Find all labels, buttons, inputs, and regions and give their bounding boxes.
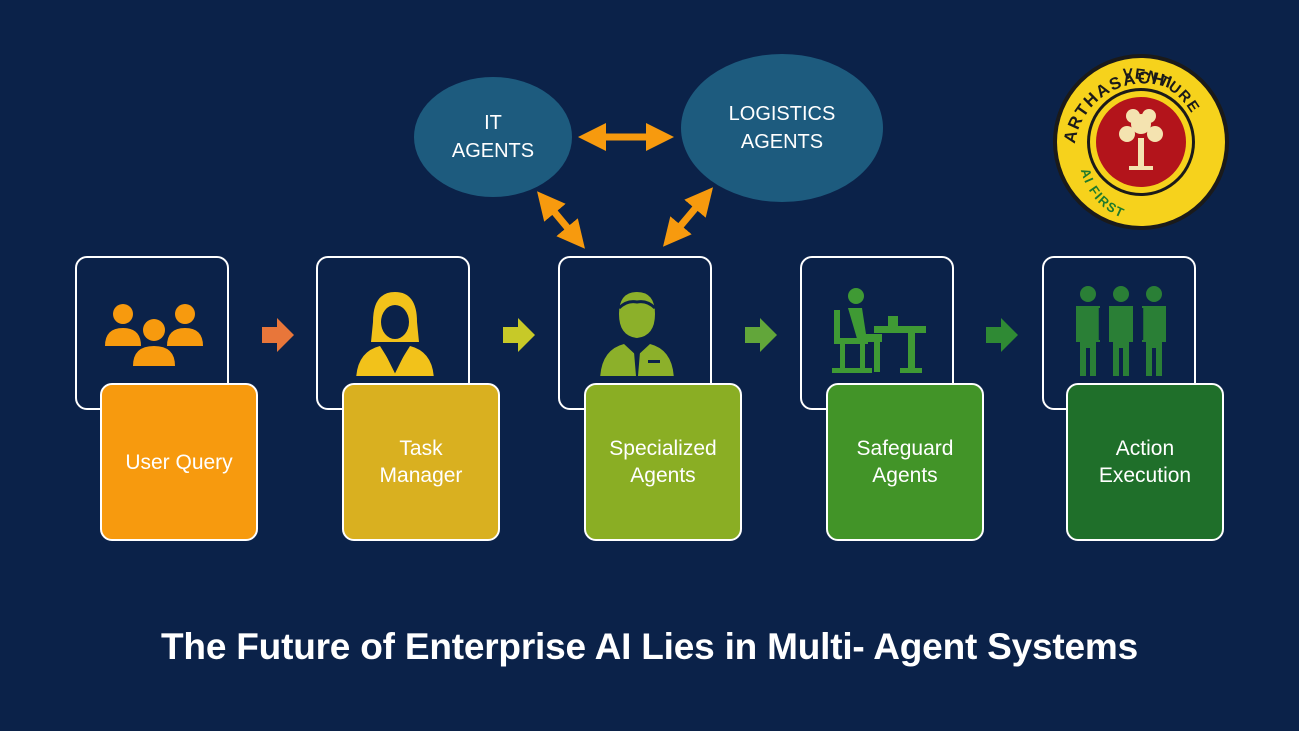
person-at-desk-icon	[832, 288, 926, 373]
arrow-right-icon	[986, 318, 1018, 352]
user-query-icon-frame	[75, 256, 229, 410]
user-query-box: User Query	[100, 383, 258, 541]
it-agents-ellipse: IT AGENTS	[414, 77, 572, 197]
logistics-specialized-connector	[662, 187, 714, 247]
businessman-icon	[600, 292, 674, 376]
specialized-agents-label: Specialized Agents	[609, 437, 717, 487]
logistics-agents-label: LOGISTICS AGENTS	[728, 103, 836, 153]
task-manager-label: Task Manager	[379, 437, 463, 487]
specialized-agents-icon-frame	[558, 256, 712, 410]
users-group-icon	[105, 304, 203, 366]
arthasachi-venture-logo: ARTHASACHI VENTURE AI FIRST	[1053, 52, 1229, 230]
page-headline: The Future of Enterprise AI Lies in Mult…	[161, 626, 1138, 667]
it-specialized-connector	[537, 191, 585, 249]
action-execution-icon-frame	[1042, 256, 1196, 410]
safeguard-agents-label: Safeguard Agents	[856, 437, 954, 487]
arrow-right-icon	[503, 318, 535, 352]
task-manager-icon-frame	[316, 256, 470, 410]
safeguard-agents-icon-frame	[800, 256, 954, 410]
user-query-label: User Query	[125, 450, 233, 474]
task-manager-box: Task Manager	[342, 383, 500, 541]
tree-icon	[1119, 109, 1163, 170]
female-manager-icon	[356, 292, 434, 376]
it-agents-label: IT AGENTS	[451, 112, 535, 162]
specialized-agents-box: Specialized Agents	[584, 383, 742, 541]
team-group-icon	[1076, 286, 1166, 376]
safeguard-agents-box: Safeguard Agents	[826, 383, 984, 541]
arrow-right-icon	[262, 318, 294, 352]
action-execution-label: Action Execution	[1098, 437, 1192, 487]
arrow-right-icon	[745, 318, 777, 352]
action-execution-box: Action Execution	[1066, 383, 1224, 541]
logistics-agents-ellipse: LOGISTICS AGENTS	[681, 54, 883, 202]
